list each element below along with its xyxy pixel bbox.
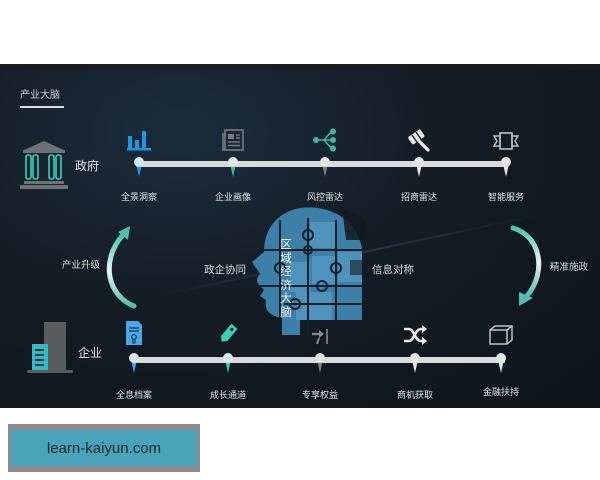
cycle-arrow-down-icon: [510, 225, 542, 306]
node-label: 商机获取: [396, 391, 433, 401]
node-smart-service[interactable]: [476, 126, 536, 152]
node-financial-support[interactable]: [471, 320, 531, 346]
price-tag-icon: [198, 320, 258, 346]
node-label: 招商雷达: [400, 193, 437, 203]
node-growth-channel[interactable]: [198, 320, 258, 346]
gavel-icon: [389, 126, 449, 152]
pin-marker-icon: [129, 353, 139, 373]
pin-marker-icon: [228, 157, 238, 177]
node-enterprise-profile[interactable]: [203, 126, 263, 152]
title-underline: [20, 106, 64, 108]
enterprise-label: 企业: [78, 346, 103, 360]
arrow-to-bar-icon: [290, 320, 350, 346]
regional-economic-brain-label: 区域经济大脑: [280, 237, 292, 319]
node-business-opportunity[interactable]: [385, 320, 445, 346]
pin-marker-icon: [134, 157, 144, 177]
government-building-icon: [18, 138, 70, 194]
pin-marker-icon: [501, 157, 511, 177]
government-label: 政府: [75, 159, 100, 173]
ribbon-banner-icon: [476, 126, 536, 152]
pin-marker-icon: [414, 157, 424, 177]
node-label: 专享权益: [301, 391, 338, 401]
node-holographic-archive[interactable]: [104, 320, 164, 346]
node-label: 全息档案: [115, 391, 152, 401]
share-network-icon: [295, 126, 355, 152]
puzzle-head-icon: [252, 207, 368, 335]
watermark-text: learn-kaiyun.com: [11, 430, 197, 466]
information-symmetry-label: 信息对称: [372, 264, 414, 276]
node-panorama-insight[interactable]: [109, 126, 169, 152]
pin-marker-icon: [320, 157, 330, 177]
node-risk-radar[interactable]: [295, 126, 355, 152]
industry-upgrade-label: 产业升级: [62, 260, 101, 271]
node-label: 成长通道: [209, 391, 246, 401]
bar-chart-icon: [109, 126, 169, 152]
pin-marker-icon: [315, 353, 325, 373]
industry-brain-banner: 产业大脑 政府: [0, 64, 600, 408]
node-investment-radar[interactable]: [389, 126, 449, 152]
newspaper-icon: [203, 126, 263, 152]
office-building-icon: [24, 320, 76, 380]
pin-marker-icon: [223, 353, 233, 373]
gov-enterprise-synergy-label: 政企协同: [204, 264, 246, 276]
precise-policy-label: 精准施政: [550, 262, 589, 273]
cube-box-icon: [471, 320, 531, 346]
shuffle-icon: [385, 320, 445, 346]
document-certificate-icon: [104, 320, 164, 346]
node-label: 智能服务: [487, 193, 524, 203]
section-title: 产业大脑: [20, 90, 60, 101]
pin-marker-icon: [496, 353, 506, 373]
node-label: 企业画像: [214, 193, 251, 203]
watermark-box: learn-kaiyun.com: [8, 424, 200, 472]
node-label: 全景洞察: [120, 193, 157, 203]
node-label: 风控雷达: [306, 193, 343, 203]
pin-marker-icon: [410, 353, 420, 373]
cycle-arrow-up-icon: [106, 226, 137, 309]
node-label: 金融扶持: [482, 388, 519, 398]
node-exclusive-benefits[interactable]: [290, 320, 350, 346]
